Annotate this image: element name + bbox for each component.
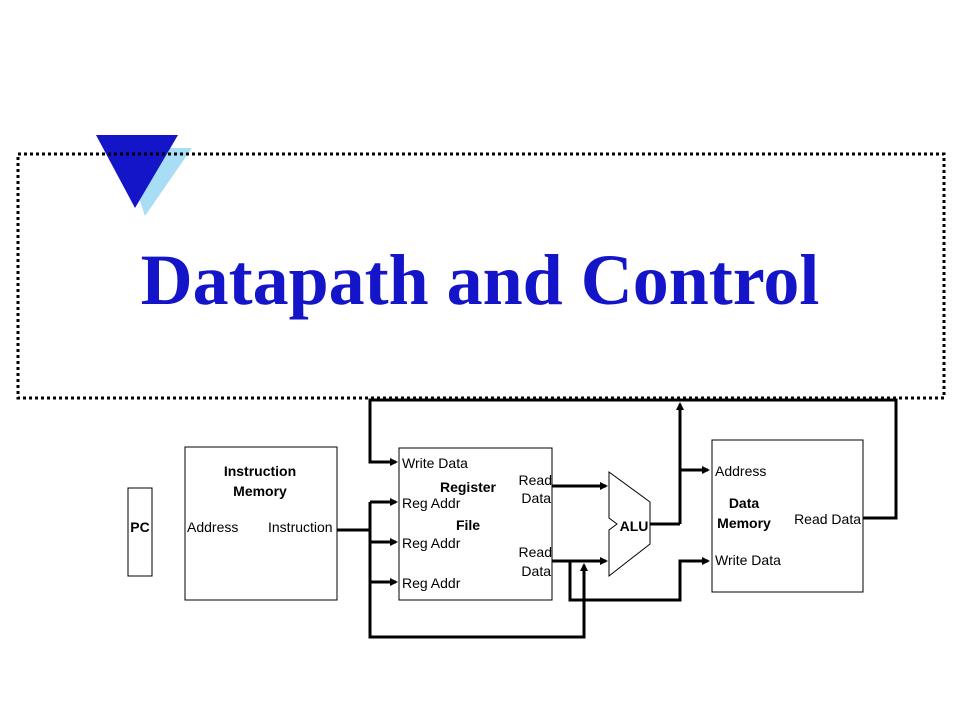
data-memory-box [711,439,864,593]
register-reg-addr-2-label: Reg Addr [402,535,461,551]
instruction-memory-box [184,446,338,601]
logo-icon [96,135,192,216]
data-memory-read-data-label: Read Data [794,511,861,527]
alu-shape [608,471,651,578]
slide-title: Datapath and Control [141,240,820,320]
register-reg-addr-1-label: Reg Addr [402,495,461,511]
register-file-box [398,447,553,601]
immediate-wire [368,563,588,639]
register-read-data-2-line1: Read [519,544,552,560]
register-file-title-2: File [456,517,480,533]
instruction-memory-instruction-label: Instruction [268,519,333,535]
pc-label: PC [130,519,149,535]
register-read-data-1-line1: Read [519,472,552,488]
alu-label: ALU [620,518,649,534]
pc-box [127,487,153,577]
writeback-wire [368,398,898,520]
title-frame [16,152,946,400]
data-memory-write-data-label: Write Data [715,552,781,568]
register-read-data-2-line2: Data [521,563,551,579]
data-memory-address-label: Address [715,463,766,479]
data-memory-title-2: Memory [717,515,771,531]
instruction-memory-address-label: Address [187,519,238,535]
instruction-memory-title-1: Instruction [224,463,296,479]
store-data-wire [568,557,710,602]
register-read-data-1-line2: Data [521,490,551,506]
register-reg-addr-3-label: Reg Addr [402,575,461,591]
data-memory-title-1: Data [729,495,760,511]
instruction-memory-title-2: Memory [233,483,287,499]
register-file-title-1: Register [440,479,497,495]
register-write-data-label: Write Data [402,455,468,471]
